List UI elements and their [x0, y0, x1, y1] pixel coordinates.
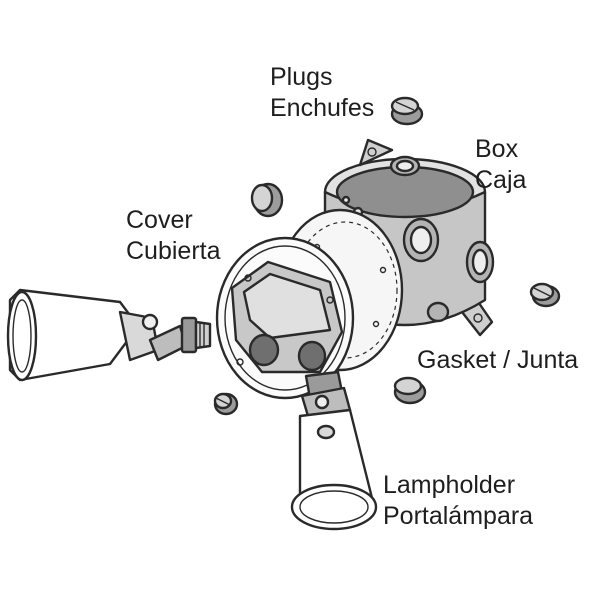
lampholder-left	[6, 288, 212, 382]
label-box-en: Box	[475, 135, 519, 163]
label-gasket: Gasket / Junta	[417, 345, 578, 376]
label-plugs: Plugs Enchufes	[270, 62, 374, 124]
label-lampholder-en: Lampholder	[383, 471, 516, 499]
plug-top	[390, 96, 424, 126]
label-lampholder: Lampholder Portalámpara	[383, 470, 533, 532]
label-lampholder-es: Portalámpara	[383, 502, 534, 530]
lampholder-bottom	[290, 370, 378, 531]
plug-bottom	[393, 376, 427, 405]
label-cover: Cover Cubierta	[126, 205, 221, 267]
label-cover-en: Cover	[126, 206, 193, 234]
plug-right	[529, 282, 561, 308]
label-box: Box Caja	[475, 134, 526, 196]
label-box-es: Caja	[475, 166, 527, 194]
plug-left	[250, 182, 284, 218]
label-cover-es: Cubierta	[126, 237, 221, 265]
label-plugs-es: Enchufes	[270, 94, 375, 122]
plug-lower-left	[213, 392, 239, 416]
label-gasket-text: Gasket / Junta	[417, 346, 579, 374]
label-plugs-en: Plugs	[270, 63, 333, 91]
cover	[215, 236, 355, 400]
